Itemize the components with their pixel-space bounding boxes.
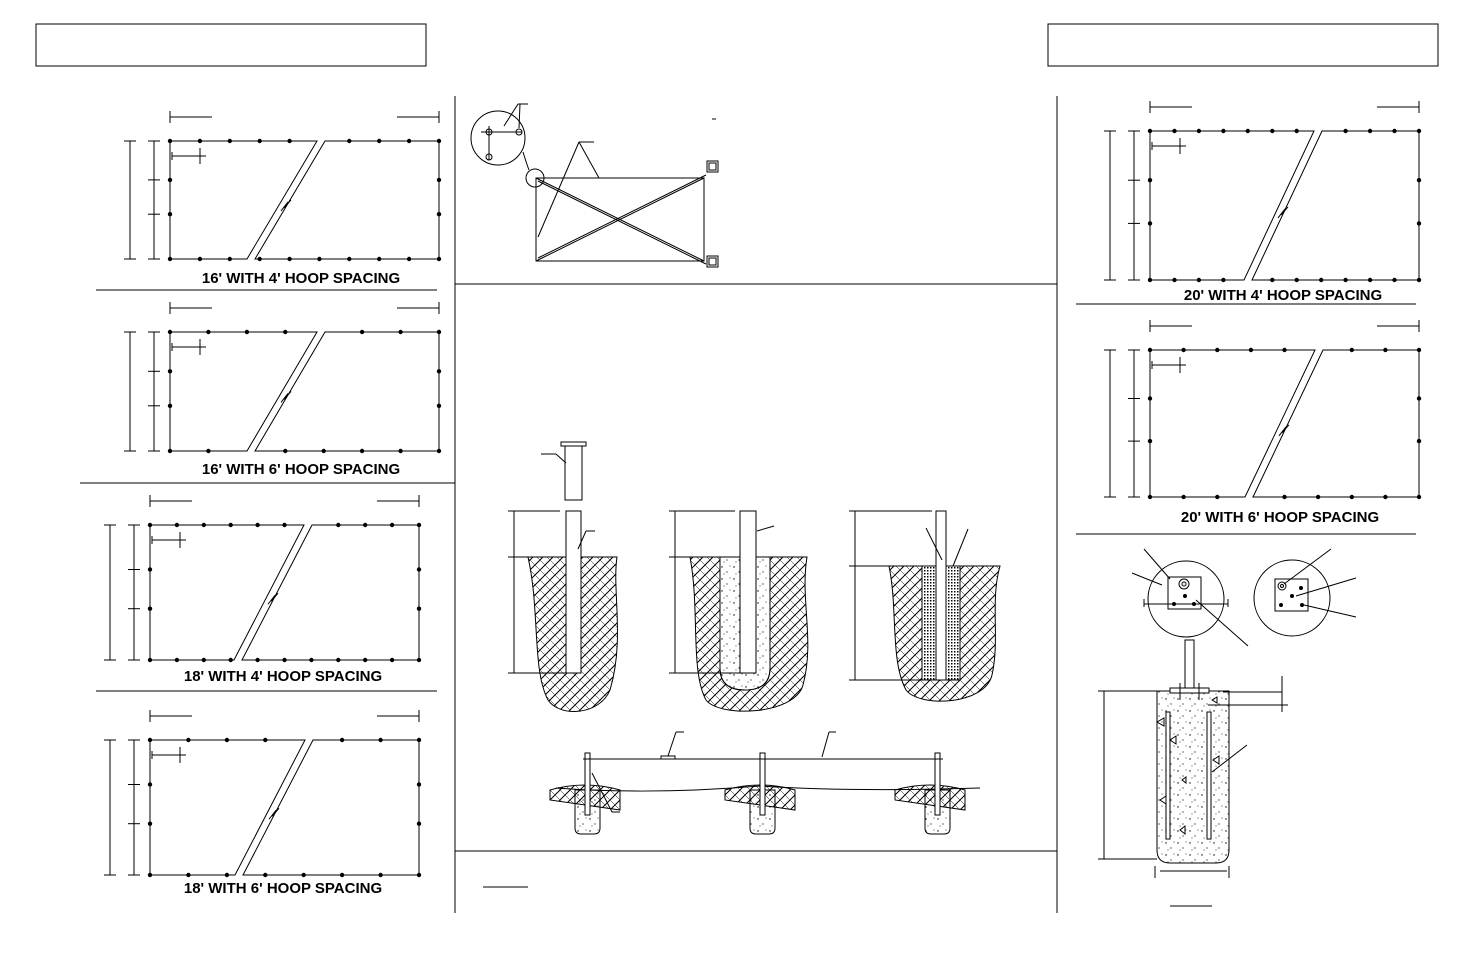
plan-view-18-6	[104, 710, 422, 878]
plan-caption-20-6: 20' WITH 6' HOOP SPACING	[1181, 509, 1379, 526]
anchor-plate-details	[1131, 548, 1357, 647]
post-installation-details	[508, 441, 1001, 712]
row-elevation	[549, 731, 981, 835]
title-block-right	[1047, 23, 1439, 67]
plan-caption-16-4: 16' WITH 4' HOOP SPACING	[202, 270, 400, 287]
plan-caption-16-6: 16' WITH 6' HOOP SPACING	[202, 461, 400, 478]
title-block-left	[35, 23, 427, 67]
plan-view-18-4	[104, 495, 422, 663]
plan-view-20-4	[1104, 101, 1422, 283]
plan-caption-20-4: 20' WITH 4' HOOP SPACING	[1184, 287, 1382, 304]
cross-bracing-detail	[470, 103, 719, 268]
pier-section	[1098, 639, 1288, 907]
hoop-post-markers	[167, 138, 442, 262]
hoop-plans	[104, 101, 1422, 878]
plan-view-16-6	[124, 302, 442, 454]
hoop-post-markers	[147, 737, 422, 878]
hoop-post-markers	[1147, 347, 1422, 500]
plan-caption-18-4: 18' WITH 4' HOOP SPACING	[184, 668, 382, 685]
sheet-dividers	[80, 96, 1416, 913]
hoop-post-markers	[167, 329, 442, 454]
plan-view-20-6	[1104, 320, 1422, 500]
hoop-post-markers	[147, 522, 422, 663]
plan-caption-18-6: 18' WITH 6' HOOP SPACING	[184, 880, 382, 897]
plan-view-16-4	[124, 111, 442, 262]
hoop-post-markers	[1147, 128, 1422, 283]
